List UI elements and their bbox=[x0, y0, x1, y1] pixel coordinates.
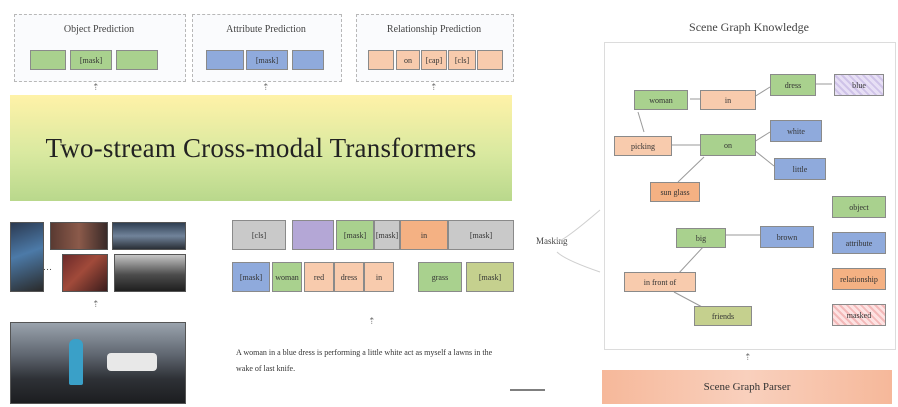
arrow-relationship: ⇡ bbox=[430, 82, 438, 92]
arrow-parser-to-graph: ⇡ bbox=[744, 352, 752, 362]
token-in: in bbox=[400, 220, 448, 250]
masking-label: Masking bbox=[536, 236, 568, 246]
region-image-5 bbox=[114, 254, 186, 292]
region-image-3 bbox=[112, 222, 186, 250]
sg-node-big: big bbox=[676, 228, 726, 248]
person-figure bbox=[69, 339, 83, 385]
sg-node-white: white bbox=[770, 120, 822, 142]
object-prediction-panel bbox=[14, 14, 186, 82]
sg-node-in-front-of: in front of bbox=[624, 272, 696, 292]
token-row2-mask-end: [mask] bbox=[466, 262, 514, 292]
attribute-chip-1 bbox=[206, 50, 244, 70]
sg-node-woman: woman bbox=[634, 90, 688, 110]
ellipsis-dots: … bbox=[43, 262, 52, 272]
caption-sentence: A woman in a blue dress is performing a … bbox=[236, 348, 493, 373]
arrow-image-to-regions: ⇡ bbox=[92, 299, 100, 309]
connector-lines bbox=[510, 209, 601, 391]
legend-attribute: attribute bbox=[832, 232, 886, 254]
sg-node-sun-glass: sun glass bbox=[650, 182, 700, 202]
arrow-attribute: ⇡ bbox=[262, 82, 270, 92]
sg-node-brown: brown bbox=[760, 226, 814, 248]
token-row2-grass: grass bbox=[418, 262, 462, 292]
sg-node-in: in bbox=[700, 90, 756, 110]
sg-node-friends: friends bbox=[694, 306, 752, 326]
sg-node-dress: dress bbox=[770, 74, 816, 96]
token-cls: [cls] bbox=[232, 220, 286, 250]
token-row2-dress: dress bbox=[334, 262, 364, 292]
arrow-sentence-to-tokens: ⇡ bbox=[368, 316, 376, 326]
legend-masked: masked bbox=[832, 304, 886, 326]
token-row2-red: red bbox=[304, 262, 334, 292]
attribute-prediction-panel bbox=[192, 14, 342, 82]
region-image-1 bbox=[10, 222, 44, 292]
object-prediction-header: Object Prediction bbox=[63, 24, 135, 35]
scene-graph-parser-label: Scene Graph Parser bbox=[703, 381, 791, 393]
token-row2-mask: [mask] bbox=[232, 262, 270, 292]
attribute-chip-3 bbox=[292, 50, 324, 70]
object-chip-1 bbox=[30, 50, 66, 70]
relationship-chip-on: on bbox=[396, 50, 420, 70]
arrow-object: ⇡ bbox=[92, 82, 100, 92]
scene-graph-knowledge-header: Scene Graph Knowledge bbox=[689, 20, 809, 34]
relationship-chip-cap: [cap] bbox=[421, 50, 447, 70]
sg-node-little: little bbox=[774, 158, 826, 180]
relationship-chip-cls: [cls] bbox=[448, 50, 476, 70]
token-mask-1 bbox=[292, 220, 334, 250]
token-mask-4: [mask] bbox=[448, 220, 514, 250]
relationship-prediction-panel bbox=[356, 14, 514, 82]
transformer-title: Two-stream Cross-modal Transformers bbox=[45, 132, 477, 163]
attribute-chip-mask: [mask] bbox=[246, 50, 288, 70]
object-chip-mask: [mask] bbox=[70, 50, 112, 70]
relationship-prediction-header: Relationship Prediction bbox=[386, 24, 482, 35]
object-chip-3 bbox=[116, 50, 158, 70]
region-image-2 bbox=[50, 222, 108, 250]
sg-node-on: on bbox=[700, 134, 756, 156]
region-image-4 bbox=[62, 254, 108, 292]
token-mask-3: [mask] bbox=[374, 220, 400, 250]
sg-node-blue: blue bbox=[834, 74, 884, 96]
legend-relationship: relationship bbox=[832, 268, 886, 290]
attribute-prediction-header: Attribute Prediction bbox=[226, 24, 306, 35]
token-mask-2: [mask] bbox=[336, 220, 374, 250]
token-row2-in: in bbox=[364, 262, 394, 292]
cross-modal-transformer: Two-stream Cross-modal Transformers bbox=[10, 95, 512, 201]
legend-object: object bbox=[832, 196, 886, 218]
relationship-chip-5 bbox=[477, 50, 503, 70]
sg-node-picking: picking bbox=[614, 136, 672, 156]
street-scene-image bbox=[10, 322, 186, 404]
token-row2-woman: woman bbox=[272, 262, 302, 292]
relationship-chip-1 bbox=[368, 50, 394, 70]
scene-graph-edges bbox=[637, 83, 832, 309]
scene-graph-parser: Scene Graph Parser bbox=[602, 370, 892, 404]
car-figure bbox=[107, 353, 157, 371]
